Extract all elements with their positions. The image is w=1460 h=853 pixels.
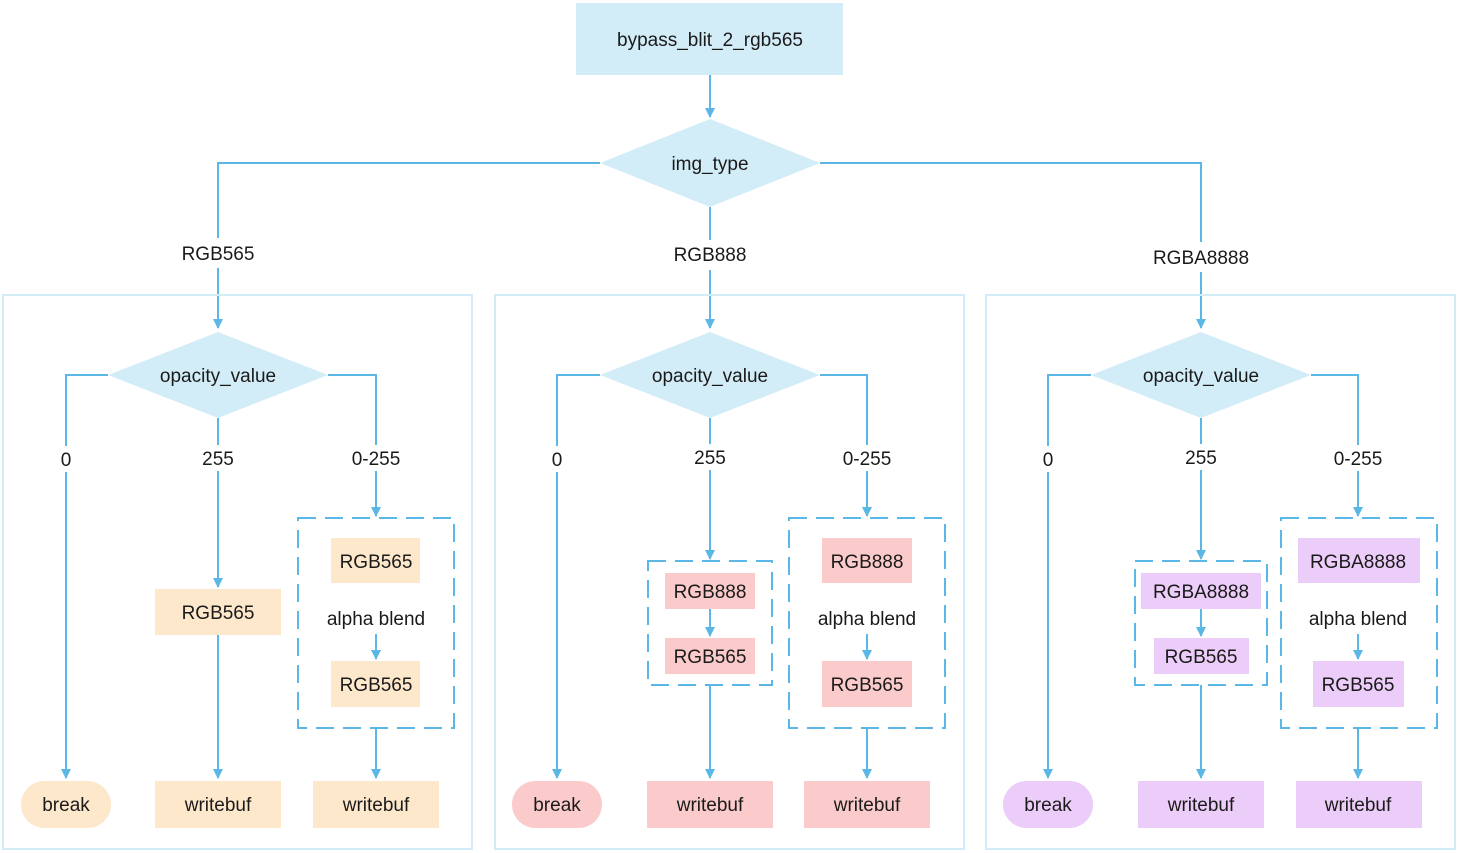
full-opacity-pixel-node: [155, 589, 281, 635]
blend-dst-node: [822, 661, 912, 707]
writebuf-full-node: [155, 781, 281, 828]
blend-dst-label: RGB565: [340, 675, 413, 696]
branch-rgb565-label: RGB565: [182, 244, 255, 265]
full-src-label: RGBA8888: [1153, 582, 1249, 603]
edge-label-0: 0: [61, 450, 72, 471]
full-dst-label: RGB565: [674, 647, 747, 668]
edge-label-255: 255: [202, 449, 234, 470]
blend-src-node: [822, 538, 912, 583]
break-node: [1003, 781, 1093, 828]
writebuf-blend-label: writebuf: [1324, 795, 1392, 816]
root-node: [576, 3, 843, 75]
edge-label-0: 0: [1043, 450, 1054, 471]
edge-label-0: 0: [552, 450, 563, 471]
panel-rgb888: opacity_value 0 break 255 RGB888 RGB565 …: [494, 294, 965, 850]
writebuf-full-label: writebuf: [1167, 795, 1235, 816]
break-node: [512, 781, 602, 828]
break-label: break: [533, 795, 581, 816]
writebuf-blend-node: [804, 781, 930, 828]
writebuf-full-node: [1138, 781, 1264, 828]
branch-rgba8888-label: RGBA8888: [1153, 248, 1249, 269]
alpha-blend-label: alpha blend: [1309, 609, 1407, 630]
blend-src-label: RGBA8888: [1310, 552, 1406, 573]
writebuf-full-label: writebuf: [184, 795, 252, 816]
break-label: break: [42, 795, 90, 816]
blend-src-node: [1298, 538, 1420, 583]
full-dst-node: [1154, 638, 1249, 674]
img-type-decision: [600, 119, 820, 207]
alpha-blend-label: alpha blend: [327, 609, 425, 630]
blend-src-label: RGB565: [340, 552, 413, 573]
blend-src-label: RGB888: [831, 552, 904, 573]
opacity-decision: [1091, 332, 1311, 418]
full-src-node: [665, 573, 755, 609]
full-dst-node: [665, 638, 755, 674]
edge-label-255: 255: [1185, 448, 1217, 469]
panel-rgba8888: opacity_value 0 break 255 RGBA8888 RGB56…: [985, 294, 1456, 850]
blend-dst-label: RGB565: [831, 675, 904, 696]
writebuf-blend-label: writebuf: [342, 795, 410, 816]
blend-src-node: [331, 538, 420, 583]
edge-label-255: 255: [694, 448, 726, 469]
opacity-label: opacity_value: [160, 366, 276, 387]
edge-label-range: 0-255: [843, 449, 892, 470]
opacity-decision: [108, 332, 328, 418]
writebuf-blend-node: [313, 781, 439, 828]
convert-group: [1134, 560, 1268, 686]
writebuf-full-label: writebuf: [676, 795, 744, 816]
break-label: break: [1024, 795, 1072, 816]
edge-label-range: 0-255: [352, 449, 401, 470]
blend-dst-label: RGB565: [1322, 675, 1395, 696]
branch-rgb888-label: RGB888: [674, 245, 747, 266]
full-dst-label: RGB565: [1165, 647, 1238, 668]
writebuf-blend-node: [1296, 781, 1422, 828]
full-src-node: [1141, 573, 1261, 609]
opacity-label: opacity_value: [1143, 366, 1259, 387]
blend-dst-node: [331, 661, 420, 707]
panel-rgb565: opacity_value 0 break 255 RGB565 writebu…: [2, 294, 473, 850]
break-node: [21, 781, 111, 828]
edge-label-range: 0-255: [1334, 449, 1383, 470]
branch-rgba8888-connector: [820, 162, 1206, 329]
opacity-label: opacity_value: [652, 366, 768, 387]
img-type-label: img_type: [671, 154, 748, 175]
full-src-label: RGB888: [674, 582, 747, 603]
writebuf-full-node: [647, 781, 773, 828]
opacity-decision: [600, 332, 820, 418]
full-opacity-pixel-label: RGB565: [182, 603, 255, 624]
alpha-blend-label: alpha blend: [818, 609, 916, 630]
writebuf-blend-label: writebuf: [833, 795, 901, 816]
branch-rgb565-connector: [213, 162, 600, 329]
root-label: bypass_blit_2_rgb565: [617, 30, 803, 51]
blend-dst-node: [1313, 661, 1404, 707]
